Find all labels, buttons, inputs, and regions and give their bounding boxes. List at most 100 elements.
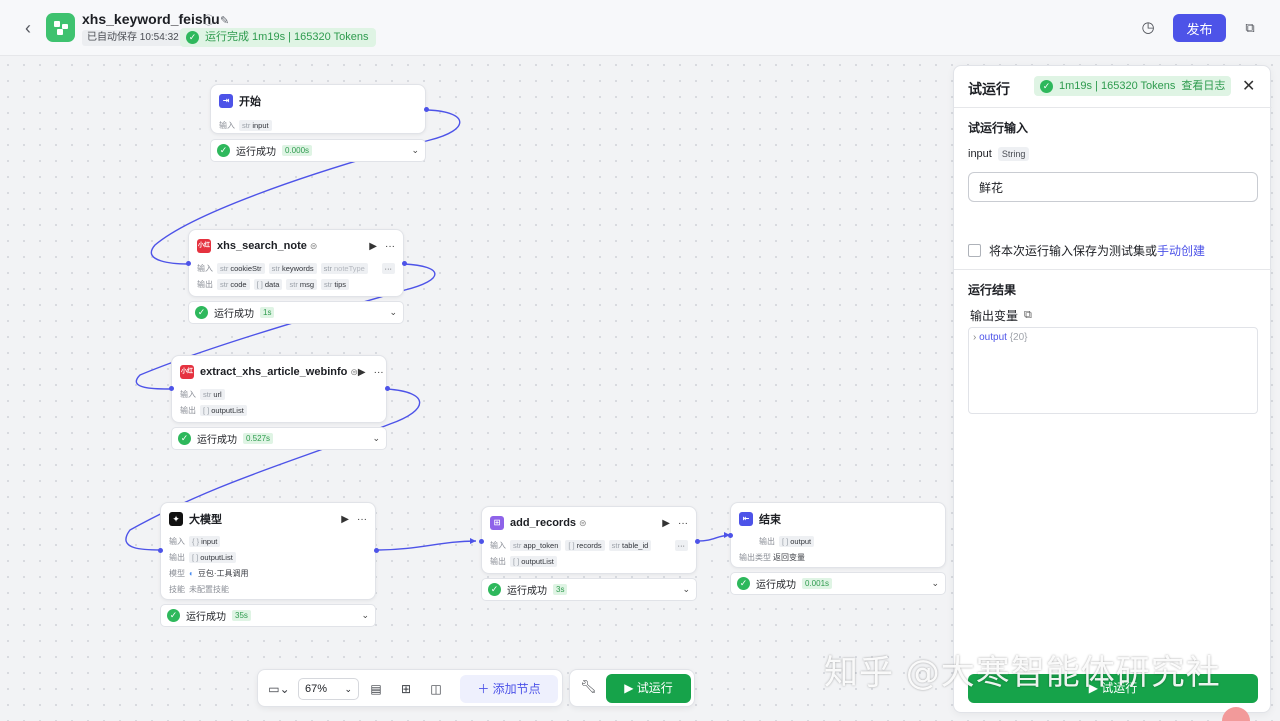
param-tag: [ ]output [779, 535, 815, 547]
node-result-end[interactable]: ✓ 运行成功 0.001s ⌄ [730, 572, 946, 595]
node-extract-xhs-article-webinfo[interactable]: 小红书 extract_xhs_article_webinfo ⊜ ▶··· 输… [171, 355, 387, 423]
publish-button[interactable]: 发布 [1173, 14, 1226, 42]
more-params-icon[interactable]: ··· [674, 539, 688, 551]
run-node-icon[interactable]: ▶ [369, 240, 377, 252]
zoom-value: 67% [305, 683, 328, 695]
row-label: 输入 [219, 120, 235, 130]
row-label: 输出 [180, 405, 196, 415]
save-testset-checkbox[interactable] [968, 244, 981, 257]
output-port[interactable] [424, 107, 429, 112]
divider [954, 269, 1272, 270]
node-result-records[interactable]: ✓ 运行成功 3s ⌄ [481, 578, 697, 601]
chevron-down-icon[interactable]: ⌄ [372, 433, 380, 443]
panel-trial-run-button[interactable]: ▶ 试运行 [968, 674, 1258, 703]
input-port[interactable] [479, 539, 484, 544]
node-result-extract[interactable]: ✓ 运行成功 0.527s ⌄ [171, 427, 387, 450]
output-port[interactable] [402, 261, 407, 266]
back-arrow-icon[interactable]: ‹ [25, 18, 31, 38]
run-toolbar: 🔧︎ ▶ 试运行 [569, 669, 695, 707]
result-label: 运行成功 [197, 435, 237, 446]
result-time: 0.001s [802, 578, 833, 589]
input-field[interactable] [968, 172, 1258, 202]
chevron-down-icon[interactable]: ⌄ [361, 610, 369, 620]
avatar[interactable] [1222, 707, 1250, 721]
more-params-icon[interactable]: ··· [381, 262, 395, 274]
result-label: 运行成功 [186, 612, 226, 623]
chevron-down-icon[interactable]: ⌄ [411, 145, 419, 155]
more-icon[interactable]: ··· [373, 366, 384, 378]
param-tag: [ ]outputList [510, 555, 557, 567]
image-icon[interactable]: ◫ [430, 682, 442, 696]
input-port[interactable] [158, 548, 163, 553]
wrench-icon[interactable]: 🔧︎ [580, 679, 597, 694]
workflow-logo-icon [46, 13, 75, 42]
check-circle-icon: ✓ [195, 306, 208, 319]
comment-icon[interactable]: ▤ [370, 682, 382, 696]
input-port[interactable] [169, 386, 174, 391]
node-result-start[interactable]: ✓ 运行成功 0.000s ⌄ [210, 139, 426, 162]
panel-status-badge: ✓ 1m19s | 165320 Tokens 查看日志 [1034, 76, 1232, 96]
trial-run-button[interactable]: ▶ 试运行 [606, 674, 691, 703]
expand-chevron-icon[interactable]: › [973, 332, 977, 343]
run-node-icon[interactable]: ▶ [341, 513, 349, 525]
row-label: 输出 [197, 279, 213, 289]
history-icon[interactable]: ◷ [1141, 19, 1155, 36]
add-node-button[interactable]: ＋ 添加节点 [460, 675, 558, 703]
more-icon[interactable]: ··· [678, 517, 688, 529]
plugin-icon: ⊜ [309, 240, 318, 251]
check-circle-icon: ✓ [1040, 79, 1053, 93]
output-count: {20} [1009, 332, 1028, 343]
manual-create-link[interactable]: 手动创建 [1157, 244, 1206, 258]
output-port[interactable] [695, 539, 700, 544]
panel-status-text: 1m19s | 165320 Tokens [1059, 80, 1176, 92]
node-end[interactable]: ⇤ 结束 输出 [ ]output 输出类型 返回变量 [730, 502, 946, 568]
xiaohongshu-icon: 小红书 [197, 239, 211, 263]
input-port[interactable] [186, 261, 191, 266]
node-llm[interactable]: ✦ 大模型 ▶··· 输入 { }input 输出 [ ]outputList … [160, 502, 376, 600]
run-node-icon[interactable]: ▶ [662, 517, 670, 529]
auto-layout-icon[interactable]: ⊞ [400, 682, 412, 696]
minimap-icon[interactable]: ▭⌄ [268, 682, 290, 696]
row-label: 输出 [490, 556, 506, 566]
output-port[interactable] [374, 548, 379, 553]
result-section-title: 运行结果 [968, 283, 1017, 297]
close-icon[interactable]: ✕ [1242, 78, 1256, 95]
play-icon: ▶ [624, 681, 634, 695]
edit-icon[interactable]: ✎ [220, 15, 230, 27]
node-result-llm[interactable]: ✓ 运行成功 35s ⌄ [160, 604, 376, 627]
node-result-search[interactable]: ✓ 运行成功 1s ⌄ [188, 301, 404, 324]
result-time: 0.000s [282, 145, 313, 156]
input-port[interactable] [728, 533, 733, 538]
param-tag: [ ]outputList [189, 551, 236, 563]
more-icon[interactable]: ··· [357, 513, 367, 525]
autosave-badge: 已自动保存 10:54:32 [82, 30, 184, 46]
info-icon[interactable]: ⓘ [203, 15, 214, 27]
view-log-link[interactable]: 查看日志 [1181, 80, 1226, 92]
chevron-down-icon[interactable]: ⌄ [389, 307, 397, 317]
copy-icon[interactable]: ⧉ [1024, 309, 1032, 321]
node-title: 大模型 [189, 514, 222, 526]
node-title: add_records [510, 517, 577, 529]
output-port[interactable] [385, 386, 390, 391]
row-label: 模型 [169, 568, 185, 578]
zoom-select[interactable]: 67% ⌄ [298, 678, 359, 700]
more-icon[interactable]: ··· [385, 240, 395, 252]
chevron-down-icon[interactable]: ⌄ [682, 584, 690, 594]
run-node-icon[interactable]: ▶ [357, 366, 366, 378]
duplicate-icon[interactable]: ⧉ [1245, 20, 1255, 35]
output-key[interactable]: output [979, 332, 1007, 343]
check-circle-icon: ✓ [178, 432, 191, 445]
chevron-down-icon[interactable]: ⌄ [931, 578, 939, 588]
divider [954, 107, 1272, 108]
